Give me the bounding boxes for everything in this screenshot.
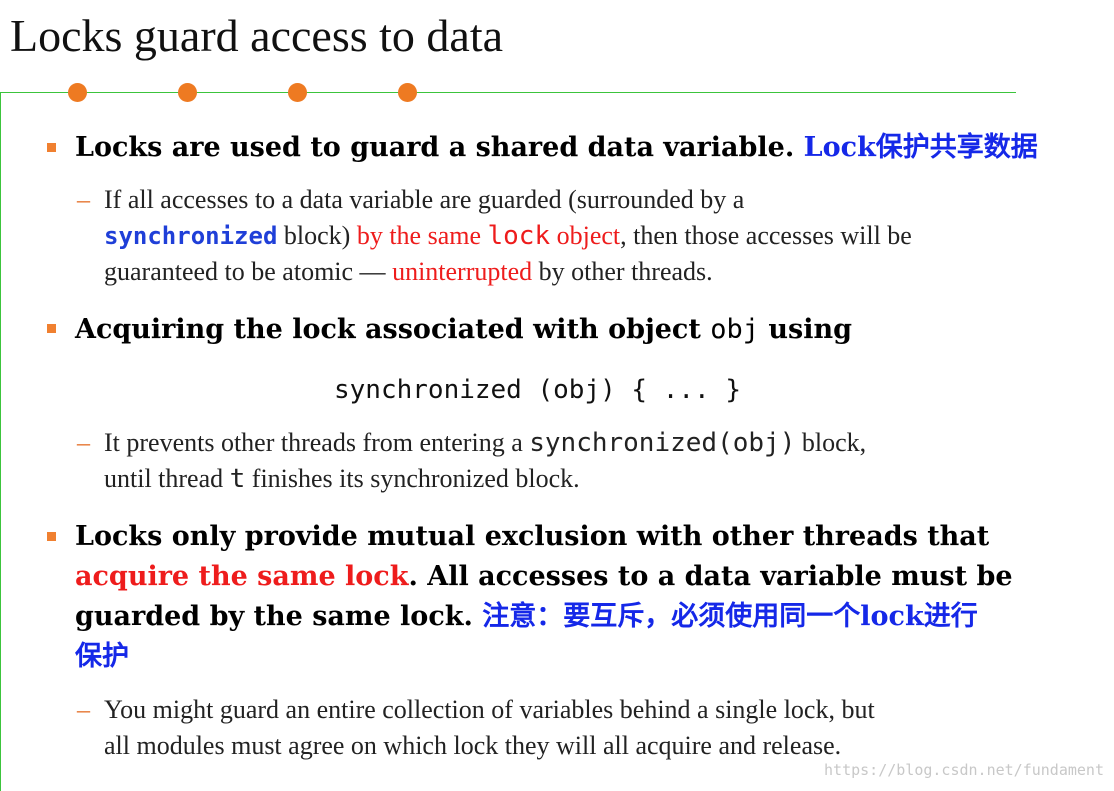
bullet-3-line-1: Locks only provide mutual exclusion with… (75, 521, 990, 552)
title-divider (0, 92, 1016, 93)
bullet-3-line-2: acquire the same lock. All accesses to a… (75, 561, 1013, 592)
same-lock-highlight: by the same lock object (356, 221, 621, 251)
synchronized-keyword: synchronized (104, 222, 278, 250)
decor-dot-3 (288, 83, 307, 102)
bullet-1-sub-line-3: guaranteed to be atomic — uninterrupted … (104, 257, 713, 286)
decor-dot-4 (398, 83, 417, 102)
slide-title: Locks guard access to data (10, 10, 504, 61)
bullet-3-note: 注意：要互斥，必须使用同一个lock进行 (482, 601, 978, 632)
bullet-3-sub-line-2: all modules must agree on which lock the… (104, 731, 842, 760)
square-bullet-icon (47, 532, 56, 541)
dash-bullet-icon: – (77, 185, 90, 214)
code-snippet: synchronized (obj) { ... } (334, 375, 741, 405)
bullet-1-sub-line-1: If all accesses to a data variable are g… (104, 185, 745, 214)
square-bullet-icon (47, 143, 56, 152)
bullet-1-text: Locks are used to guard a shared data va… (75, 132, 1038, 163)
dash-bullet-icon: – (77, 428, 90, 457)
bullet-1-sub-line-2: synchronized block) by the same lock obj… (104, 221, 912, 251)
decor-dot-2 (178, 83, 197, 102)
square-bullet-icon (47, 324, 56, 333)
bullet-2-sub-line-1: It prevents other threads from entering … (104, 428, 867, 458)
dash-bullet-icon: – (77, 695, 90, 724)
bullet-2-sub-line-2: until thread t finishes its synchronized… (104, 464, 580, 494)
acquire-same-lock-highlight: acquire the same lock (75, 561, 409, 592)
left-border (0, 92, 1, 791)
decor-dot-1 (68, 83, 87, 102)
bullet-2-text: Acquiring the lock associated with objec… (75, 314, 852, 345)
watermark: https://blog.csdn.net/fundament (824, 761, 1104, 779)
bullet-3-line-4: 保护 (75, 641, 129, 672)
bullet-1-note: Lock保护共享数据 (803, 132, 1038, 163)
bullet-3-line-3: guarded by the same lock. 注意：要互斥，必须使用同一个… (75, 601, 978, 632)
uninterrupted-highlight: uninterrupted (392, 257, 533, 286)
bullet-3-sub-line-1: You might guard an entire collection of … (104, 695, 875, 724)
